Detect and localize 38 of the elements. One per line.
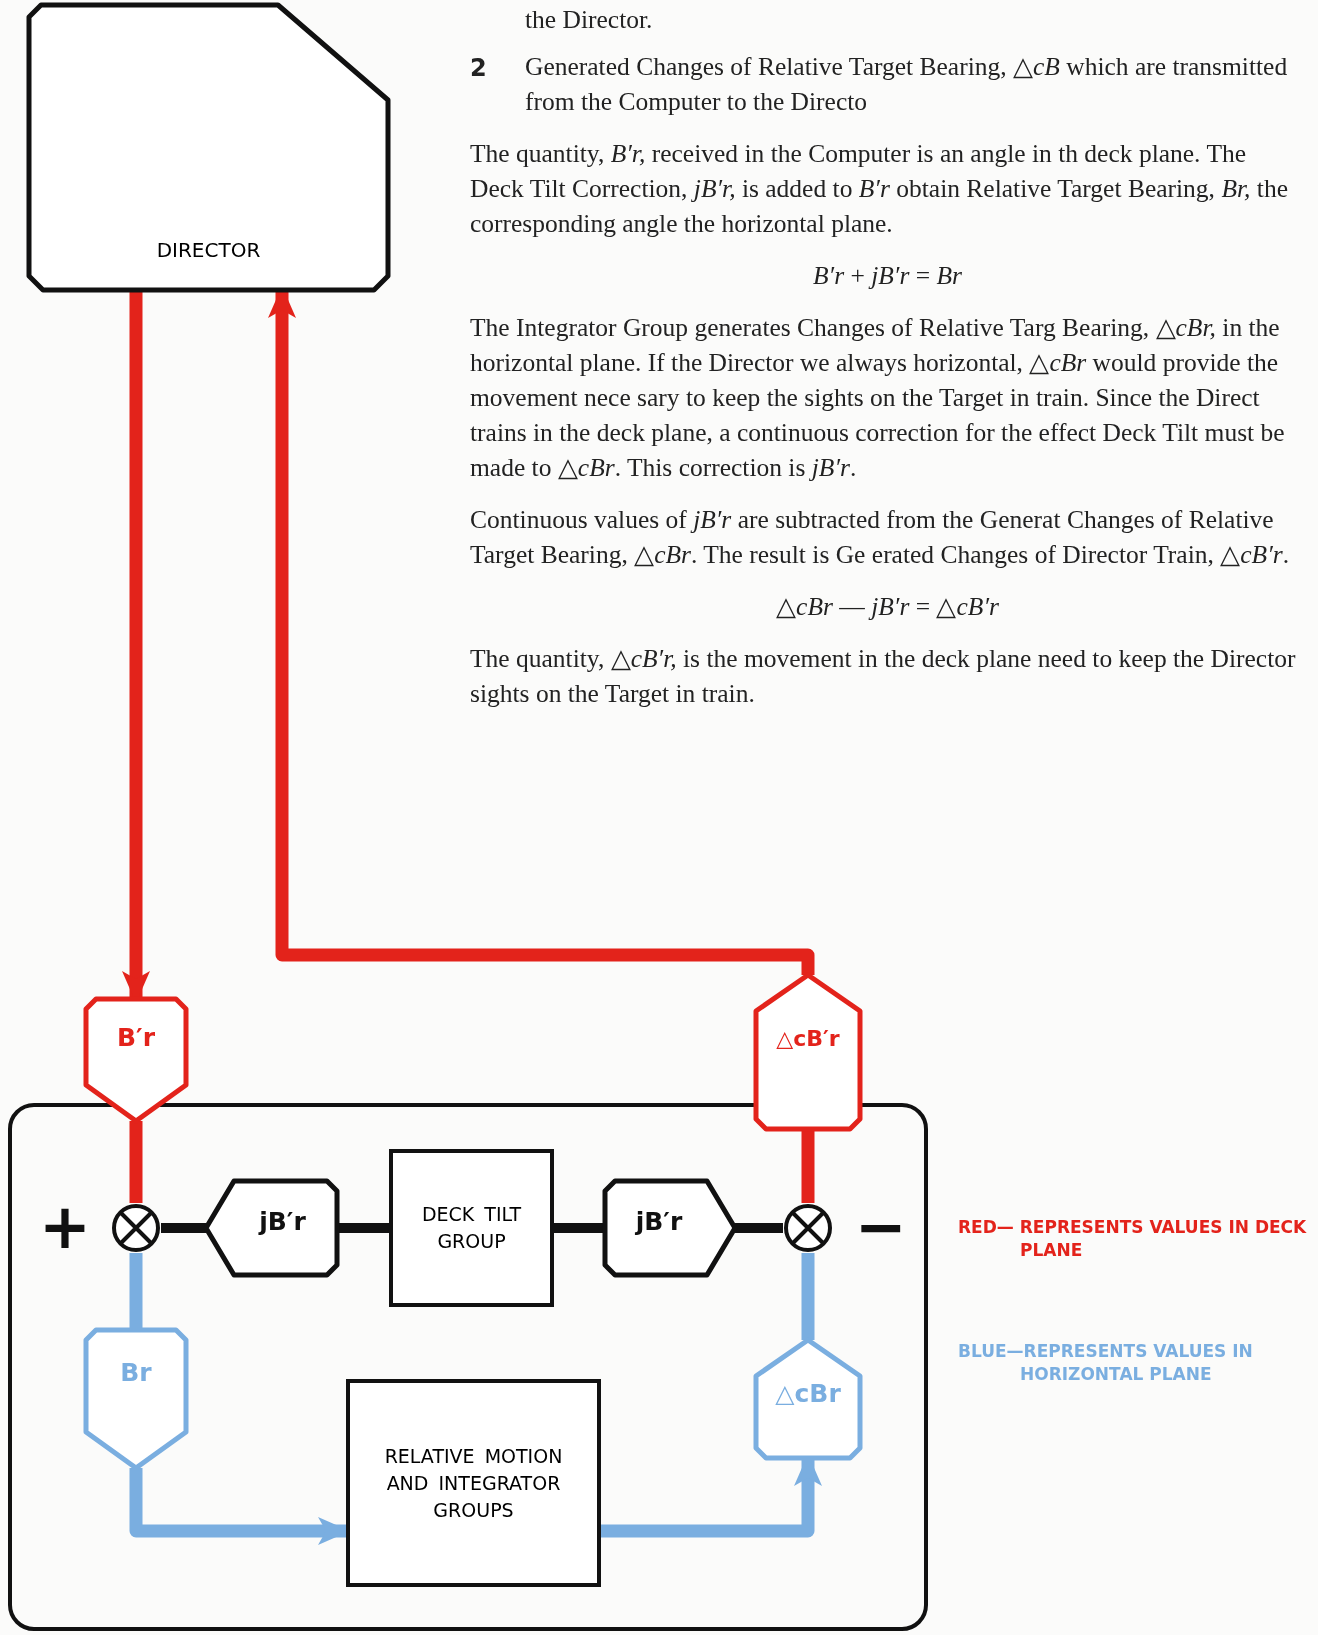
connector-line [554,1223,605,1233]
paragraph: The quantity, △cB′r, is the movement in the deck plane need to keep the Director sights on the Target in train. [470,643,1297,710]
paragraph: The quantity, B′r, received in the Computer is an angle in th deck plane. The Deck Tilt Correction, jB′r, is added to B′r obtain Relative Target Bearing, Br, the corresponding angle the horizontal plane. [470,138,1289,240]
tag-label: jB′r [634,1207,684,1237]
tag-label: △cBr [774,1378,842,1408]
connector-line [735,1223,783,1233]
legend-text: RED— REPRESENTS VALUES IN DECK PLANE [958,1216,1308,1262]
legend-text: BLUE—REPRESENTS VALUES IN HORIZONTAL PLANE [958,1340,1254,1386]
connector-line [129,1253,143,1330]
value-tag [86,999,186,1121]
value-tag [86,1330,186,1468]
connector-line [801,1253,815,1340]
paragraph: Continuous values of jB′r are subtracted from the Generat Changes of Relative Target Bearing, △cBr. The result is Ge erated Changes of Director Train, △cB′r. [470,504,1290,571]
box-label: DECK TILT GROUP [420,1202,523,1254]
section-number: 2 [470,53,487,84]
sign-label: + [39,1189,91,1265]
process-box [389,1149,554,1307]
tag-label: Br [119,1357,153,1387]
tag-label: jB′r [257,1207,307,1237]
equation: △cBr — jB′r = △cB′r [775,591,1000,623]
box-label: DIRECTOR [155,238,262,262]
paragraph: Generated Changes of Relative Target Bearing, △cB which are transmitted from the Computer to the Directo [525,51,1289,118]
tag-label: △cB′r [775,1025,841,1051]
equation: B′r + jB′r = Br [812,260,963,292]
box-label: RELATIVE MOTION AND INTEGRATOR GROUPS [383,1443,564,1523]
paragraph: the Director. [525,4,654,36]
value-tag [756,1340,860,1458]
sign-label: − [855,1189,907,1265]
value-tag [206,1181,337,1275]
process-box [346,1379,601,1587]
tag-label: B′r [116,1023,156,1053]
paragraph: The Integrator Group generates Changes of Relative Targ Bearing, △cBr, in the horizontal plane. If the Director we always horizontal, △cBr would provide the movement nece sary to keep the sights on the Target in train. Since the Direct trains in the deck plane, a continuous correction for the effect Deck Tilt must be made to △cBr. This correction is jB′r. [470,312,1286,484]
director-box [29,5,388,290]
connector-line [129,1121,143,1203]
computer-frame [8,1103,928,1631]
connector-line [161,1223,206,1233]
value-tag [605,1181,735,1275]
value-tag [756,975,860,1129]
